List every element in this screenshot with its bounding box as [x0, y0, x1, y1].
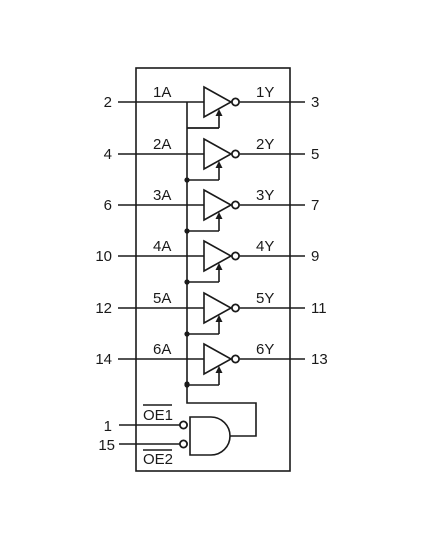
output-pin-number: 13	[311, 351, 328, 368]
oe1-label: OE1	[143, 407, 173, 424]
input-label: 5A	[153, 290, 171, 307]
enable-and-gate	[178, 416, 231, 456]
oe2-inversion-bubble	[178, 439, 188, 449]
enable-arrow	[215, 212, 223, 219]
buffer-channel-1: 2 1A 1Y 3	[104, 84, 319, 129]
input-pin-number: 6	[104, 197, 112, 214]
output-inversion-bubble	[230, 354, 240, 364]
output-inversion-bubble	[230, 251, 240, 261]
enable-arrow	[215, 109, 223, 116]
buffer-channel-5: 12 5A 5Y 11	[95, 290, 327, 337]
buffer-triangle	[203, 188, 233, 222]
output-pin-number: 9	[311, 248, 319, 265]
enable-arrow	[215, 315, 223, 322]
buffer-channel-3: 6 3A 3Y 7	[104, 187, 319, 234]
output-pin-number: 5	[311, 146, 319, 163]
input-label: 3A	[153, 187, 171, 204]
input-pin-number: 4	[104, 146, 112, 163]
buffer-triangle	[203, 239, 233, 273]
input-pin-number: 10	[95, 248, 112, 265]
output-label: 2Y	[256, 136, 274, 153]
output-inversion-bubble	[230, 149, 240, 159]
output-pin-number: 11	[311, 300, 327, 317]
output-pin-number: 3	[311, 94, 319, 111]
buffer-triangle	[203, 342, 233, 376]
buffer-triangle	[203, 137, 233, 171]
buffer-triangle	[203, 85, 233, 119]
input-label: 1A	[153, 84, 171, 101]
enable-arrow	[215, 366, 223, 373]
oe2-label: OE2	[143, 451, 173, 468]
output-label: 4Y	[256, 238, 274, 255]
output-inversion-bubble	[230, 303, 240, 313]
buffer-channel-4: 10 4A 4Y 9	[95, 238, 319, 285]
buffer-triangle	[203, 291, 233, 325]
output-label: 5Y	[256, 290, 274, 307]
input-pin-number: 2	[104, 94, 112, 111]
output-label: 1Y	[256, 84, 274, 101]
buffer-channel-6: 14 6A 6Y 13	[95, 341, 328, 388]
input-pin-number: 12	[95, 300, 112, 317]
enable-arrow	[215, 263, 223, 270]
input-label: 2A	[153, 136, 171, 153]
buffer-channel-2: 4 2A 2Y 5	[104, 136, 319, 183]
output-label: 6Y	[256, 341, 274, 358]
output-label: 3Y	[256, 187, 274, 204]
output-inversion-bubble	[230, 97, 240, 107]
oe1-input: 1 OE1	[104, 404, 180, 435]
package-outline	[135, 67, 291, 472]
input-pin-number: 14	[95, 351, 112, 368]
enable-arrow	[215, 161, 223, 168]
output-pin-number: 7	[311, 197, 319, 214]
input-label: 6A	[153, 341, 171, 358]
oe2-input: 15 OE2	[98, 437, 180, 468]
oe2-pin-number: 15	[98, 437, 115, 454]
input-label: 4A	[153, 238, 171, 255]
oe1-pin-number: 1	[104, 418, 112, 435]
oe1-inversion-bubble	[178, 420, 188, 430]
bus-junction	[184, 381, 190, 387]
output-inversion-bubble	[230, 200, 240, 210]
